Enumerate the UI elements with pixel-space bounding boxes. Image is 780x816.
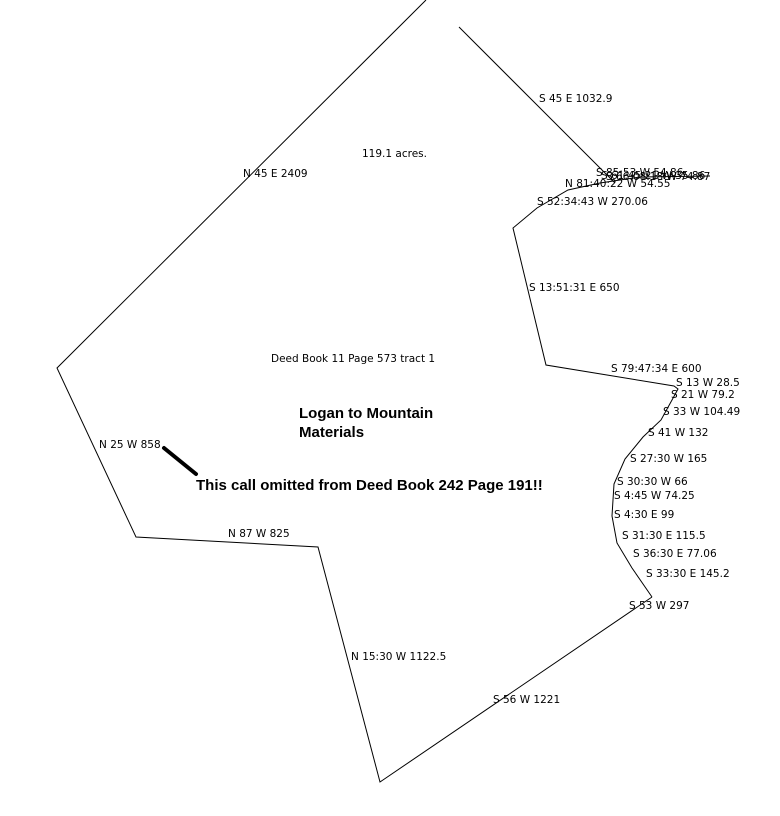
call-label: N 15:30 W 1122.5	[351, 651, 446, 663]
call-label: S 21 W 79.2	[671, 389, 735, 401]
omission-note: This call omitted from Deed Book 242 Pag…	[196, 477, 543, 494]
call-label: S 56 W 1221	[493, 694, 560, 706]
call-label: S 66:08:18 W 74.87	[606, 171, 710, 183]
acreage-label: 119.1 acres.	[362, 148, 427, 160]
call-label: S 13 W 28.5	[676, 377, 740, 389]
call-label: S 13:51:31 E 650	[529, 282, 620, 294]
boundary-east-side	[512, 175, 711, 598]
call-label: S 41 W 132	[648, 427, 708, 439]
call-label: N 25 W 858	[99, 439, 161, 451]
omitted-call-marker	[162, 446, 198, 476]
boundary-west-side	[56, 0, 653, 783]
call-label: S 4:45 W 74.25	[614, 490, 695, 502]
title-line-2: Materials	[299, 424, 364, 441]
title-line-1: Logan to Mountain	[299, 405, 433, 422]
call-label: S 27:30 W 165	[630, 453, 707, 465]
call-label: S 31:30 E 115.5	[622, 530, 706, 542]
boundary-northeast-line	[458, 26, 616, 184]
call-label: S 45 E 1032.9	[539, 93, 612, 105]
call-label: N 87 W 825	[228, 528, 290, 540]
call-label: S 36:30 E 77.06	[633, 548, 717, 560]
call-label: S 53 W 297	[629, 600, 689, 612]
deed-reference-label: Deed Book 11 Page 573 tract 1	[271, 353, 435, 365]
call-label: S 33:30 E 145.2	[646, 568, 730, 580]
call-label: S 52:34:43 W 270.06	[537, 196, 648, 208]
call-label: S 85:53 W 54.86	[596, 167, 684, 179]
call-label: S 4:30 E 99	[614, 509, 674, 521]
call-label: S 79:47:34 E 600	[611, 363, 702, 375]
call-label: N 81:40:22 W 54.55	[565, 178, 670, 190]
call-label: N 45 E 2409	[243, 168, 308, 180]
call-label: S 30:30 W 66	[617, 476, 688, 488]
call-label: S 61:45:21 W 35.86	[601, 170, 706, 182]
call-label: S 33 W 104.49	[663, 406, 740, 418]
